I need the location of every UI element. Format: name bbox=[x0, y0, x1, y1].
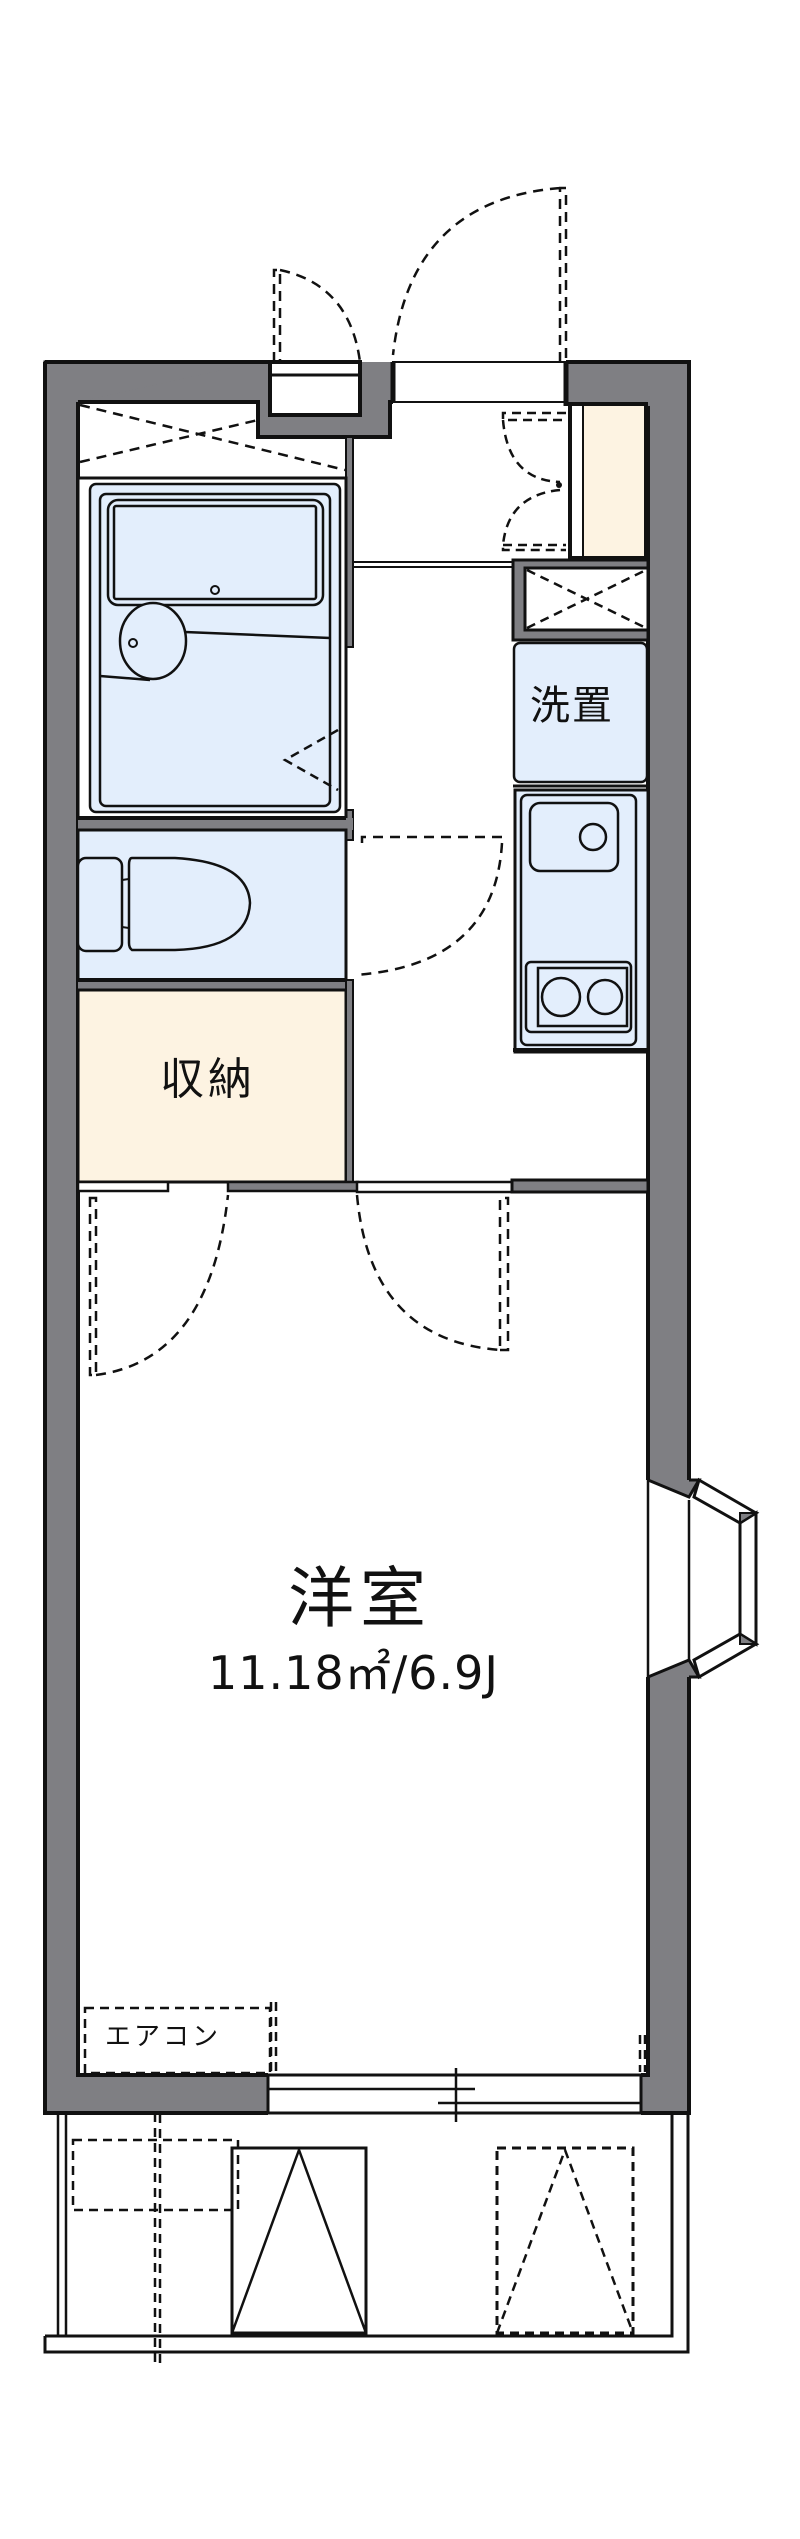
kitchen-counter bbox=[513, 788, 650, 1054]
exterior-walls bbox=[43, 360, 691, 2115]
meter-door-swing bbox=[272, 268, 362, 363]
toilet-door-swing bbox=[354, 835, 504, 977]
room-door[interactable] bbox=[355, 1180, 514, 1352]
balcony bbox=[43, 2113, 690, 2365]
sliding-window[interactable] bbox=[266, 2068, 643, 2122]
room-name-washer: 洗置 bbox=[530, 683, 614, 729]
room-area-western: 11.18㎡/6.9J bbox=[208, 1646, 499, 1700]
storage-closet bbox=[76, 979, 360, 1193]
air-conditioner-label: エアコン bbox=[105, 2022, 222, 2052]
closet-door-swing bbox=[501, 411, 566, 552]
washer-space bbox=[512, 641, 649, 784]
burner-right bbox=[586, 978, 624, 1016]
washroom-ceiling-mark bbox=[79, 403, 346, 472]
toilet-bowl bbox=[127, 856, 252, 952]
shoe-cabinet bbox=[568, 402, 648, 560]
toilet-room bbox=[76, 816, 353, 990]
wash-basin bbox=[118, 601, 188, 681]
room-name-storage: 収納 bbox=[160, 1054, 256, 1105]
toilet-tank bbox=[76, 856, 124, 953]
room-name-western: 洋室 bbox=[288, 1560, 432, 1637]
kitchen-sink bbox=[528, 801, 620, 873]
evacuation-hatch-below bbox=[495, 2146, 635, 2335]
evacuation-hatch bbox=[230, 2146, 368, 2335]
kitchen-partition bbox=[510, 1178, 650, 1194]
pipe-shaft bbox=[511, 558, 650, 642]
meter-box bbox=[268, 360, 362, 417]
bathroom-unit bbox=[76, 476, 348, 820]
entrance-door[interactable] bbox=[390, 186, 569, 406]
burner-left bbox=[540, 976, 582, 1018]
storage-door-swing bbox=[88, 1196, 98, 1377]
bay-window bbox=[646, 1477, 760, 1680]
